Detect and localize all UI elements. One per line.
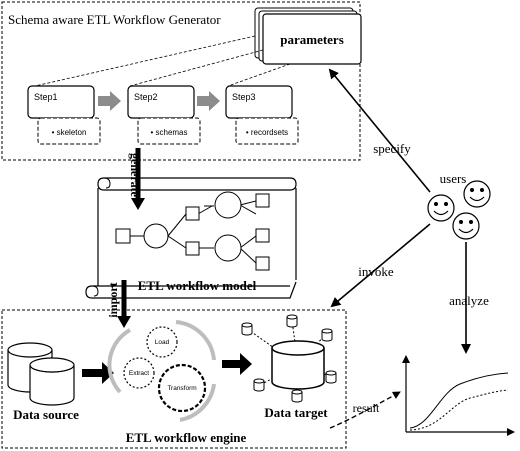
data-target-label: Data target — [264, 405, 328, 420]
gear-group: Load Extract Transform — [107, 320, 216, 422]
gear-transform-label: Transform — [167, 385, 196, 392]
engine-box: ETL workflow engine — [1, 309, 347, 449]
gear-load-label: Load — [155, 339, 170, 346]
data-source-cylinders — [7, 342, 75, 406]
analyze-arrow: analyze — [449, 242, 489, 354]
step-2-label: Step2 — [134, 92, 158, 102]
transform-gear-icon: Transform — [157, 363, 207, 413]
step-3-label: Step3 — [232, 92, 256, 102]
step-flow-arrows — [98, 91, 220, 111]
user-smiley-icon — [452, 212, 480, 240]
parameter-links — [34, 35, 291, 87]
result-label: result — [353, 401, 380, 415]
import-label: import — [106, 282, 120, 317]
result-plot — [402, 355, 515, 436]
data-source-label: Data source — [13, 407, 79, 422]
specify-label: specify — [373, 141, 411, 156]
step-3-output: • recordsets — [246, 128, 288, 137]
import-arrow: import — [106, 280, 131, 328]
step-1: Step1 • skeleton — [27, 85, 101, 145]
step-1-output: • skeleton — [52, 128, 87, 137]
user-smiley-icon — [463, 180, 491, 208]
step-2: Step2 • schemas — [127, 85, 201, 145]
step-1-label: Step1 — [34, 92, 58, 102]
extract-gear-icon: Extract — [123, 357, 155, 389]
workflow-graph — [115, 191, 270, 271]
user-smiley-icon — [427, 194, 455, 222]
step-2-output: • schemas — [150, 128, 187, 137]
parameters-document: parameters — [254, 7, 362, 65]
users-group: users — [427, 171, 491, 240]
generate-label: generate — [128, 153, 142, 198]
gear-extract-label: Extract — [129, 370, 149, 377]
source-to-engine-arrow — [82, 362, 114, 384]
data-target-cluster — [241, 314, 337, 403]
generator-title: Schema aware ETL Workflow Generator — [8, 12, 221, 27]
workflow-model-label: ETL workflow model — [138, 278, 257, 293]
users-label: users — [440, 171, 467, 186]
workflow-model-scroll: ETL workflow model — [85, 177, 297, 299]
small-db-icons — [241, 314, 337, 403]
engine-title: ETL workflow engine — [126, 430, 247, 445]
parameters-label: parameters — [280, 32, 344, 47]
generator-box: Schema aware ETL Workflow Generator — [1, 1, 361, 161]
step-3: Step3 • recordsets — [225, 85, 299, 145]
invoke-label: invoke — [358, 264, 394, 279]
load-gear-icon: Load — [146, 326, 178, 358]
specify-arrow: specify — [328, 68, 431, 193]
engine-to-target-arrow — [222, 353, 252, 375]
invoke-arrow: invoke — [330, 223, 431, 308]
generate-arrow: generate — [128, 148, 145, 210]
result-arrow: result — [329, 391, 401, 429]
analyze-label: analyze — [449, 293, 489, 308]
